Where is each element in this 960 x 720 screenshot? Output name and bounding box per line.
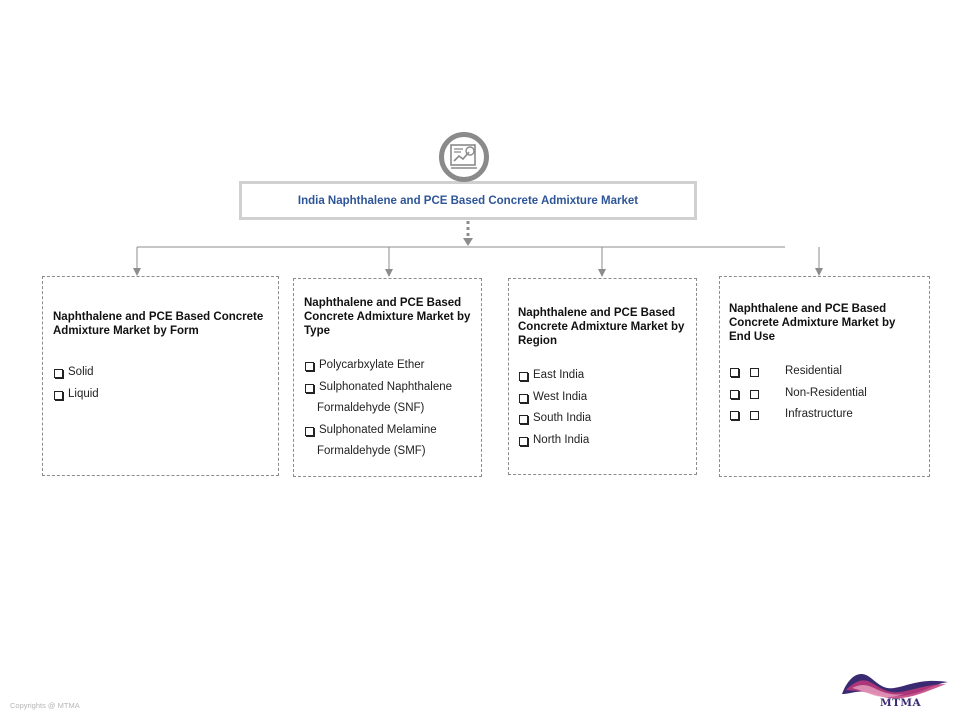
list-item: Liquid	[53, 384, 99, 406]
segment-title-end-use: Naphthalene and PCE Based Concrete Admix…	[729, 303, 896, 343]
list-item: Infrastructure	[729, 404, 867, 426]
segment-title-region: Naphthalene and PCE Based Concrete Admix…	[518, 307, 685, 347]
segment-list-region: East India West India South India North …	[518, 365, 591, 451]
report-chart-icon-graphic	[450, 144, 477, 169]
checkbox-icon	[730, 389, 739, 399]
checkbox-icon	[730, 411, 739, 420]
checkbox-icon	[305, 383, 314, 393]
checkbox-icon	[519, 372, 528, 381]
list-item-continuation: Formaldehyde (SMF)	[317, 445, 426, 457]
report-chart-icon	[439, 132, 489, 182]
empty-box-icon	[750, 389, 759, 399]
checkbox-icon	[305, 426, 314, 436]
list-item: East India	[518, 365, 591, 387]
list-item: North India	[518, 430, 591, 452]
checkbox-icon	[305, 362, 314, 371]
copyright-text: Copyrights @ MTMA	[10, 701, 80, 710]
checkbox-icon	[730, 368, 739, 377]
logo-text: MTMA	[880, 697, 922, 709]
segment-list-end-use: Residential Non-Residential Infrastructu…	[729, 361, 867, 426]
segment-list-type: Polycarbxylate Ether Sulphonated Naphtha…	[304, 355, 452, 463]
segment-title-type: Naphthalene and PCE Based Concrete Admix…	[304, 297, 471, 337]
checkbox-icon	[519, 436, 528, 446]
arrowhead-form	[133, 268, 141, 276]
root-arrowhead	[463, 238, 473, 246]
logo-wave-icon	[842, 674, 948, 699]
arrowhead-type	[385, 269, 393, 277]
checkbox-icon	[519, 393, 528, 403]
root-market-title: India Naphthalene and PCE Based Concrete…	[297, 194, 639, 207]
checkbox-icon	[519, 415, 528, 424]
list-item: South India	[518, 408, 591, 430]
list-item: West India	[518, 387, 591, 409]
segment-box-region: Naphthalene and PCE Based Concrete Admix…	[508, 278, 697, 475]
checkbox-icon	[54, 369, 63, 378]
root-market-box: India Naphthalene and PCE Based Concrete…	[239, 181, 697, 220]
segment-box-end-use: Naphthalene and PCE Based Concrete Admix…	[719, 276, 930, 477]
segment-list-form: Solid Liquid	[53, 362, 99, 405]
segment-box-type: Naphthalene and PCE Based Concrete Admix…	[293, 278, 482, 477]
mtma-logo: MTMA	[838, 668, 952, 712]
list-item: Solid	[53, 362, 99, 384]
segment-box-form: Naphthalene and PCE Based Concrete Admix…	[42, 276, 279, 476]
empty-box-icon	[750, 411, 759, 420]
segment-title-form: Naphthalene and PCE Based Concrete Admix…	[53, 311, 264, 337]
arrowhead-region	[598, 269, 606, 277]
list-item: Polycarbxylate Ether	[304, 355, 452, 377]
list-item: Sulphonated Naphthalene	[304, 377, 452, 399]
arrowhead-end-use	[815, 268, 823, 276]
list-item-continuation: Formaldehyde (SNF)	[317, 402, 425, 414]
list-item: Residential	[729, 361, 867, 383]
empty-box-icon	[750, 368, 759, 377]
list-item: Sulphonated Melamine	[304, 420, 452, 442]
checkbox-icon	[54, 390, 63, 400]
list-item: Non-Residential	[729, 383, 867, 405]
